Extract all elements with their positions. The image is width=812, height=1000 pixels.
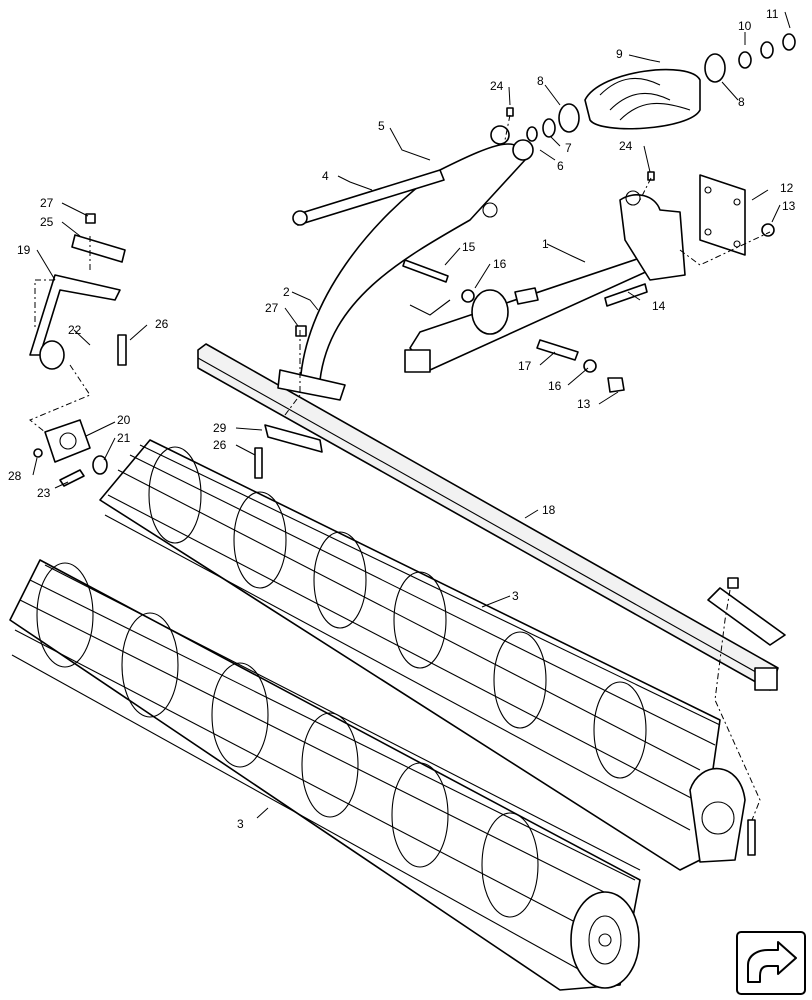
callout-4: 4: [322, 169, 329, 183]
left-bracket: [29, 213, 126, 487]
spring-rod: [292, 169, 445, 226]
callout-20: 20: [117, 413, 131, 427]
roller-upper: [99, 439, 746, 871]
callout-15: 15: [462, 240, 476, 254]
callout-22: 22: [68, 323, 82, 337]
callout-3: 3: [512, 589, 519, 603]
callout-23: 23: [37, 486, 51, 500]
callout-14: 14: [652, 299, 666, 313]
leader-lines: [32, 11, 791, 819]
callout-17: 17: [518, 359, 532, 373]
callout-6: 6: [557, 159, 564, 173]
callout-3: 3: [237, 817, 244, 831]
callout-29: 29: [213, 421, 227, 435]
roller-lower: [9, 559, 641, 991]
callout-24: 24: [490, 79, 504, 93]
callout-5: 5: [378, 119, 385, 133]
callout-2: 2: [283, 285, 290, 299]
callout-18: 18: [542, 503, 556, 517]
callout-9: 9: [616, 47, 623, 61]
next-page-arrow-icon[interactable]: [736, 931, 806, 995]
callout-8: 8: [537, 74, 544, 88]
callout-11: 11: [766, 7, 779, 21]
callout-21: 21: [117, 431, 131, 445]
callout-13: 13: [782, 199, 796, 213]
callout-10: 10: [738, 19, 752, 33]
callout-27: 27: [265, 301, 279, 315]
callout-16: 16: [548, 379, 562, 393]
callout-26: 26: [213, 438, 227, 452]
callout-27: 27: [40, 196, 54, 210]
callout-labels: 1 2 3 3 4 5 6 7 8 8 9 10 11 12 13 13 14 …: [8, 7, 796, 831]
mounting-plate: [699, 174, 775, 256]
hardware: [117, 107, 786, 856]
callout-12: 12: [780, 181, 794, 195]
callout-8: 8: [738, 95, 745, 109]
callout-13: 13: [577, 397, 591, 411]
callout-1: 1: [542, 237, 549, 251]
pivot-arm: [277, 125, 534, 401]
spring-stack: [526, 33, 796, 142]
callout-19: 19: [17, 243, 31, 257]
frame-assembly: [404, 190, 686, 373]
callout-7: 7: [565, 141, 572, 155]
assembly-lines: [29, 114, 771, 821]
callout-25: 25: [40, 215, 54, 229]
callout-24: 24: [619, 139, 633, 153]
callout-16: 16: [493, 257, 507, 271]
callout-28: 28: [8, 469, 22, 483]
square-tube: [197, 343, 779, 691]
callout-26: 26: [155, 317, 169, 331]
